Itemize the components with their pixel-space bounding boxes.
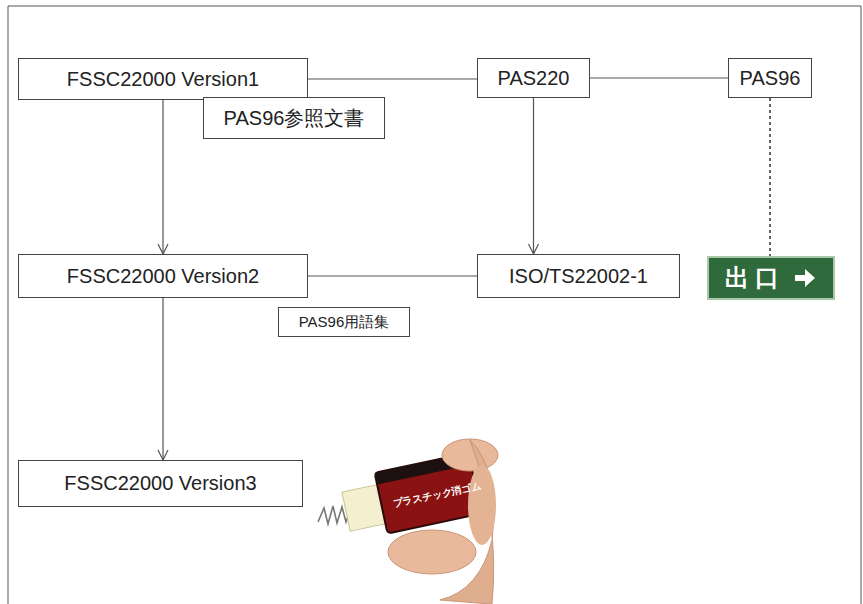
finger [442,439,498,471]
process-box: PAS96用語集 [278,307,410,337]
connector [590,77,728,78]
process-box: PAS96参照文書 [203,97,385,139]
frame-line [861,6,862,604]
process-box: PAS96 [728,58,812,98]
palm [468,465,496,545]
process-box: ISO/TS22002-1 [477,254,680,298]
box-label: FSSC22000 Version2 [67,265,259,288]
process-box: PAS220 [477,58,590,98]
connector [533,98,534,254]
process-box: FSSC22000 Version3 [18,460,303,507]
arrow-symbol [793,267,817,289]
frame-line [8,6,861,7]
frame-line [8,6,9,604]
box-label: ISO/TS22002-1 [509,265,648,288]
connector [162,100,163,254]
box-label: FSSC22000 Version1 [67,68,259,91]
box-label: FSSC22000 Version3 [64,472,256,495]
exit-sign: 出口 [707,256,835,300]
box-label: PAS96参照文書 [224,105,365,132]
connector [769,98,771,256]
thumb [388,530,476,574]
sign-text: 出口 [725,262,785,294]
box-label: PAS96 [740,67,801,90]
connector [308,275,477,276]
connector [308,78,477,79]
connector [162,298,163,460]
box-label: PAS96用語集 [299,313,390,332]
process-box: FSSC22000 Version2 [18,254,308,298]
process-box: FSSC22000 Version1 [18,58,308,100]
box-label: PAS220 [498,67,570,90]
